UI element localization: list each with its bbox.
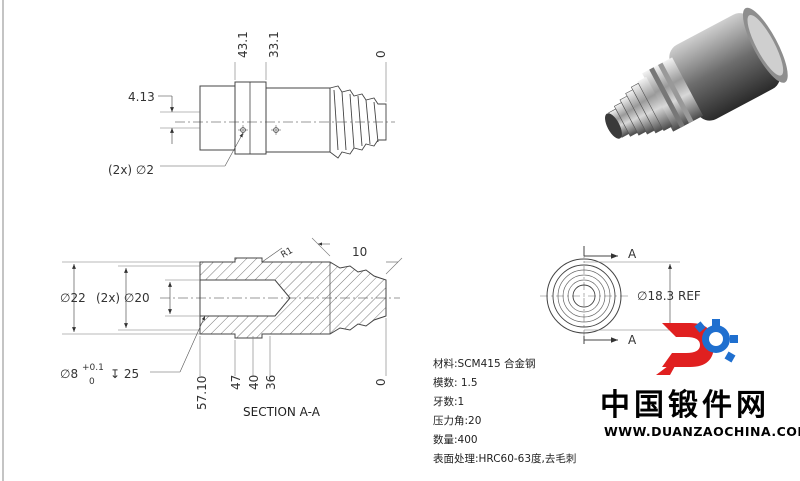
dim-47: 47 (229, 375, 243, 390)
note-pressure-angle: 压力角:20 (433, 415, 482, 427)
dim-bore-dia: ∅8 (60, 367, 78, 381)
dim-40: 40 (247, 375, 261, 390)
end-view: A A ∅18.3 REF (540, 246, 701, 347)
dim-inner-dia: (2x) ∅20 (96, 291, 150, 305)
dim-57-10: 57.10 (195, 376, 209, 410)
material-notes: 材料:SCM415 合金钢 模数: 1.5 牙数:1 压力角:20 数量:400… (433, 355, 633, 469)
dim-pitch: 10 (352, 245, 367, 259)
dim-bore-tol-upper: +0.1 (82, 363, 104, 373)
dim-outer-dia: ∅22 (60, 291, 86, 305)
top-view: 43.1 33.1 0 4.13 (2x) ∅2 (108, 31, 395, 177)
dim-0-top: 0 (374, 50, 388, 58)
note-quantity: 数量:400 (433, 434, 478, 446)
dim-bore-depth: ↧ 25 (110, 367, 139, 381)
section-title: SECTION A-A (243, 405, 321, 419)
dim-43-1: 43.1 (236, 31, 250, 58)
section-arrow-bottom-label: A (628, 333, 637, 347)
dim-holes: (2x) ∅2 (108, 163, 154, 177)
note-material: 材料:SCM415 合金钢 (433, 358, 536, 370)
dim-bore-tol-lower: 0 (89, 377, 95, 387)
section-view: ∅22 (2x) ∅20 ∅8 +0.1 0 ↧ 25 R1 10 57.10 … (60, 237, 403, 419)
dim-4-13: 4.13 (128, 90, 155, 104)
dim-ref-dia: ∅18.3 REF (637, 289, 701, 303)
brand-name: 中国锻件网 (600, 388, 770, 423)
brand-url: WWW.DUANZAOCHINA.COM (604, 424, 800, 439)
dim-33-1: 33.1 (267, 31, 281, 58)
section-arrow-top-label: A (628, 247, 637, 261)
note-teeth: 牙数:1 (433, 396, 465, 408)
iso-render (605, 7, 788, 139)
note-surface: 表面处理:HRC60-63度,去毛刺 (433, 453, 577, 465)
note-module: 模数: 1.5 (433, 377, 478, 389)
dim-36: 36 (264, 375, 278, 390)
worm-thread (329, 85, 387, 159)
dim-0-section: 0 (374, 378, 388, 386)
brand-logo (656, 319, 738, 375)
